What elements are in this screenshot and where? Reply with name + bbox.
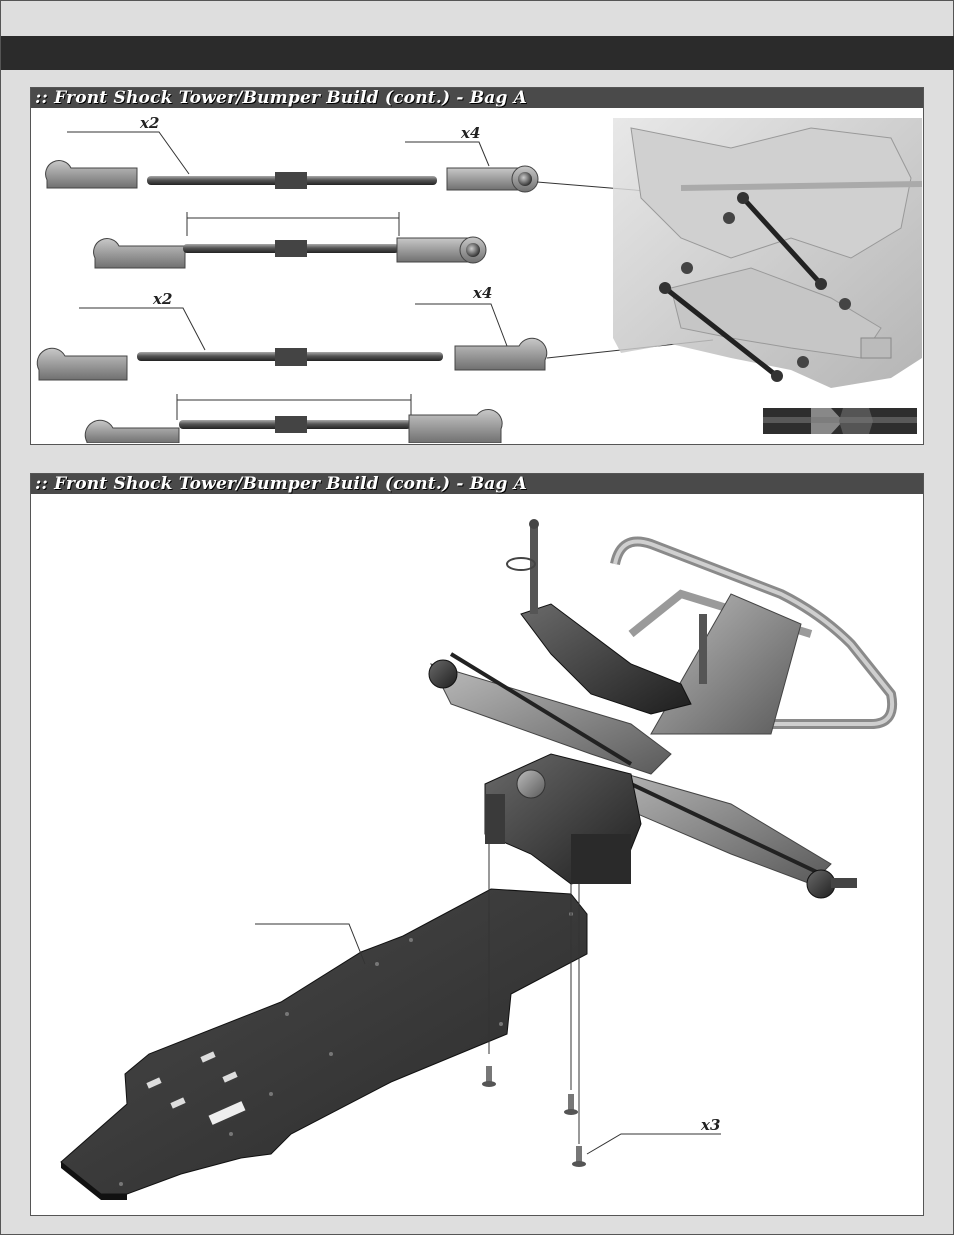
suspension-detail-illustration (613, 118, 922, 388)
step-panel-2: :: Front Shock Tower/Bumper Build (cont.… (30, 473, 924, 1216)
chassis-assembly-diagram: x3 (31, 494, 922, 1214)
step-panel-1: :: Front Shock Tower/Bumper Build (cont.… (30, 87, 924, 445)
front-suspension-assembly (429, 519, 892, 898)
callout-qty-screws: x3 (700, 1116, 720, 1134)
page-title-bar (1, 36, 954, 70)
callout-qty-row1-end: x4 (460, 124, 480, 142)
chassis-plate (61, 889, 587, 1200)
callout-qty-row1-rod: x2 (139, 114, 159, 132)
rod-end-ball (447, 168, 521, 190)
turnbuckle-closeup-inset (763, 408, 917, 434)
callout-qty-row3-rod: x2 (152, 290, 172, 308)
rod-end-left (46, 161, 137, 188)
callout-qty-row3-end: x4 (472, 284, 492, 302)
step-title: :: Front Shock Tower/Bumper Build (cont.… (31, 474, 923, 494)
turnbuckle-diagram: x2 x4 x2 x4 (31, 108, 922, 443)
step-title: :: Front Shock Tower/Bumper Build (cont.… (31, 88, 923, 108)
